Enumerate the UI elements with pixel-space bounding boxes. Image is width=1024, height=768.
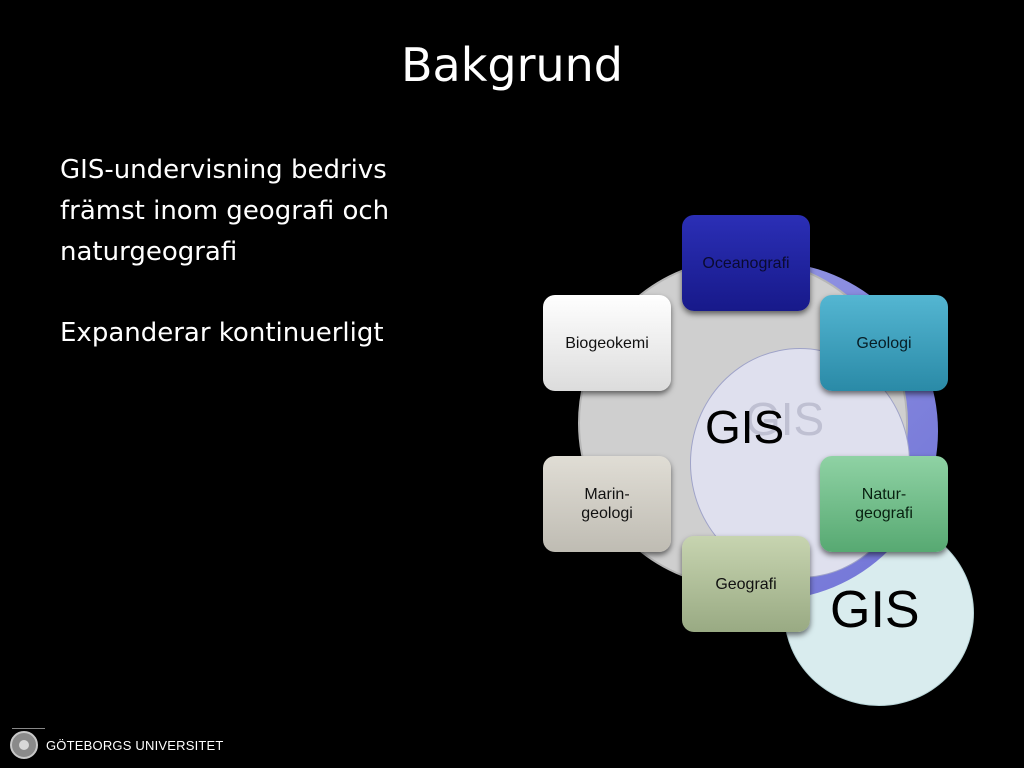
bullet-item: Expanderar kontinuerligt xyxy=(60,313,440,354)
footer-divider xyxy=(12,728,45,729)
node-label: Geologi xyxy=(856,334,912,352)
node-label: Biogeokemi xyxy=(565,334,649,352)
bullet-line: GIS-undervisning bedrivs xyxy=(60,155,387,185)
gis-shadow-label: GIS xyxy=(745,393,825,445)
bullet-item: GIS-undervisning bedrivs främst inom geo… xyxy=(60,150,440,273)
node-maringeologi: Marin- geologi xyxy=(543,456,671,552)
university-seal-icon xyxy=(10,731,38,759)
node-biogeokemi: Biogeokemi xyxy=(543,295,671,391)
bullet-line: Expanderar kontinuerligt xyxy=(60,318,384,348)
bullet-list: GIS-undervisning bedrivs främst inom geo… xyxy=(60,150,440,394)
bullet-line: naturgeografi xyxy=(60,237,238,267)
slide-title: Bakgrund xyxy=(400,38,623,92)
node-label: Oceanografi xyxy=(702,254,790,272)
gis-secondary-label: GIS xyxy=(830,581,920,639)
node-geologi: Geologi xyxy=(820,295,948,391)
node-label: Marin- geologi xyxy=(581,486,633,522)
gis-center-label: GIS xyxy=(705,401,785,453)
footer: GÖTEBORGS UNIVERSITET xyxy=(10,728,224,762)
node-oceanografi: Oceanografi xyxy=(682,215,810,311)
institution-name: GÖTEBORGS UNIVERSITET xyxy=(46,737,224,753)
node-label: Natur- geografi xyxy=(855,486,913,522)
node-label: Geografi xyxy=(715,575,777,593)
bullet-line: främst inom geografi och xyxy=(60,196,390,226)
node-geografi: Geografi xyxy=(682,536,810,632)
node-naturgeografi: Natur- geografi xyxy=(820,456,948,552)
